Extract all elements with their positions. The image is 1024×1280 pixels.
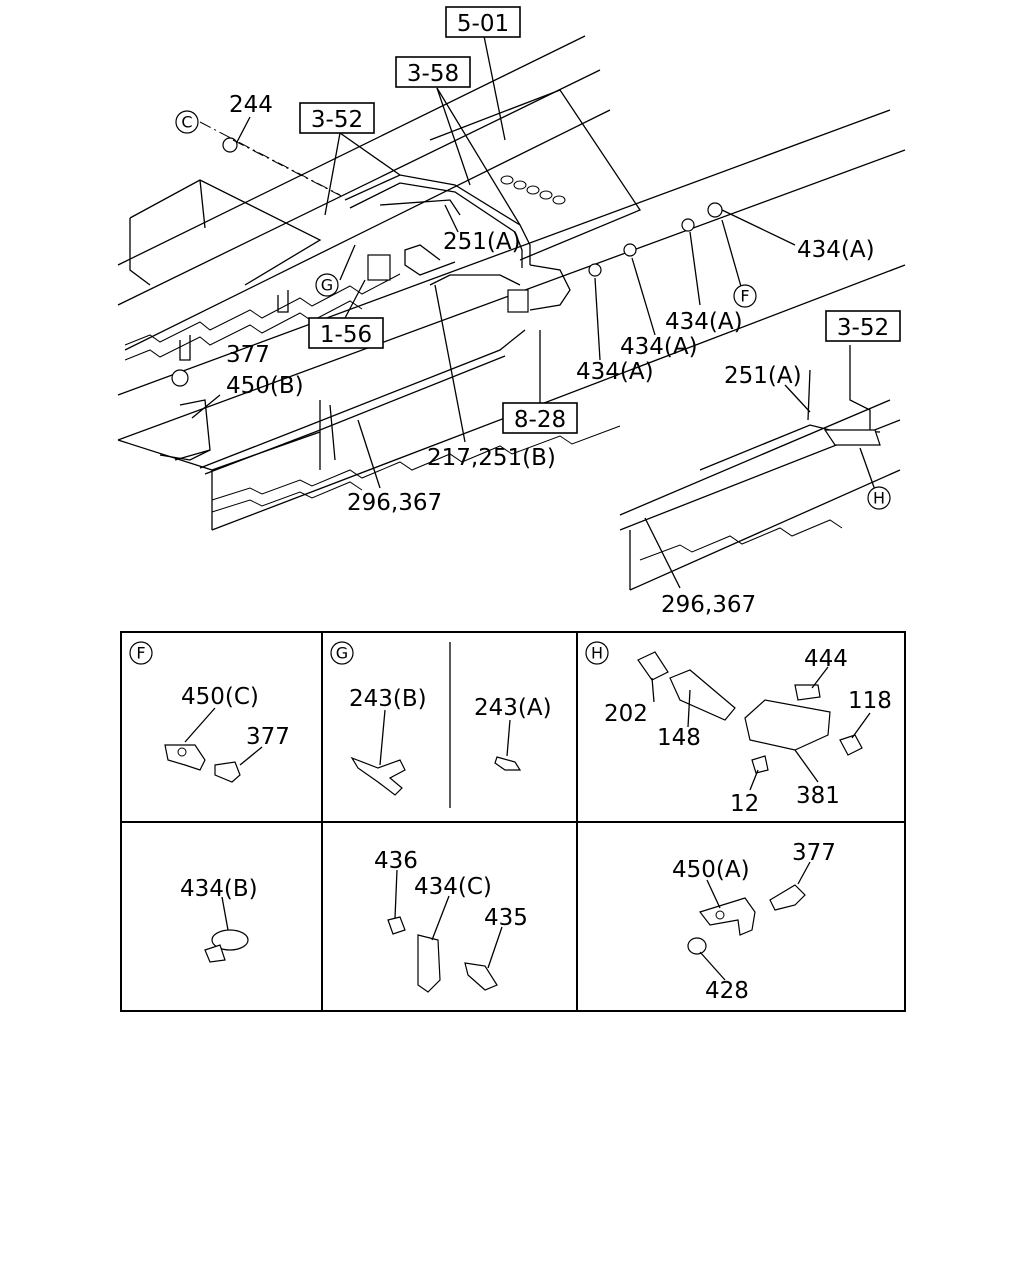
part-label: 296,367 xyxy=(661,592,756,618)
circle-ref-g: G xyxy=(315,273,339,297)
part-label: 444 xyxy=(804,646,848,672)
circle-ref-letter: F xyxy=(740,287,749,306)
part-label: 296,367 xyxy=(347,490,442,516)
detail-grid xyxy=(120,631,906,1012)
part-label: 434(A) xyxy=(620,334,698,360)
part-label: 217,251(B) xyxy=(427,445,556,471)
part-label: 434(C) xyxy=(414,874,492,900)
part-label: 434(A) xyxy=(576,359,654,385)
part-label: 243(B) xyxy=(349,686,427,712)
part-label: 450(C) xyxy=(181,684,259,710)
ref-box-1-56[interactable]: 1-56 xyxy=(308,317,384,349)
part-label: 434(A) xyxy=(665,309,743,335)
circle-ref-h: H xyxy=(867,486,891,510)
circle-ref-letter: C xyxy=(181,113,192,132)
circle-ref-letter: G xyxy=(336,644,348,663)
chassis-frame xyxy=(117,35,906,591)
detail-h: H 202 148 444 118 12 381 xyxy=(585,641,892,817)
ref-box-label: 5-01 xyxy=(457,11,509,37)
circle-ref-letter: F xyxy=(136,644,145,663)
part-label: 377 xyxy=(246,724,290,750)
ref-box-3-52-right[interactable]: 3-52 xyxy=(825,310,901,342)
circle-ref-letter: G xyxy=(321,276,333,295)
part-label: 244 xyxy=(229,92,273,118)
circle-ref-letter: H xyxy=(873,489,885,508)
part-label: 434(B) xyxy=(180,876,258,902)
part-label: 450(B) xyxy=(226,373,304,399)
ref-box-label: 3-52 xyxy=(837,315,889,341)
ref-box-3-58[interactable]: 3-58 xyxy=(395,56,471,88)
detail-clamp-434c: 436 434(C) 435 xyxy=(374,848,528,993)
circle-ref-letter: H xyxy=(591,644,603,663)
part-label: 434(A) xyxy=(797,237,875,263)
ref-box-label: 1-56 xyxy=(320,322,372,348)
part-label: 148 xyxy=(657,725,701,751)
part-label: 118 xyxy=(848,688,892,714)
part-label: 377 xyxy=(226,342,270,368)
circle-ref-c: C xyxy=(175,110,199,134)
ref-box-5-01[interactable]: 5-01 xyxy=(445,6,521,38)
part-label: 202 xyxy=(604,701,648,727)
part-label: 436 xyxy=(374,848,418,874)
part-label: 12 xyxy=(730,791,759,817)
detail-clamp-434b: 434(B) xyxy=(180,876,258,963)
ref-box-label: 3-58 xyxy=(407,61,459,87)
part-label: 435 xyxy=(484,905,528,931)
ref-box-label: 3-52 xyxy=(311,107,363,133)
part-label: 251(A) xyxy=(724,363,802,389)
part-label: 251(A) xyxy=(443,229,521,255)
part-label: 381 xyxy=(796,783,840,809)
part-label: 428 xyxy=(705,978,749,1004)
ref-box-label: 8-28 xyxy=(514,407,566,433)
detail-g: G 243(B) 243(A) xyxy=(330,641,552,796)
leader-lines xyxy=(191,35,876,589)
part-label: 243(A) xyxy=(474,695,552,721)
circle-ref-f: F xyxy=(733,284,757,308)
ref-box-8-28[interactable]: 8-28 xyxy=(502,402,578,434)
detail-f: F 450(C) 377 xyxy=(129,641,290,783)
detail-bracket-450a: 450(A) 377 428 xyxy=(672,840,836,1004)
ref-box-3-52-top[interactable]: 3-52 xyxy=(299,102,375,134)
part-label: 450(A) xyxy=(672,857,750,883)
part-label: 377 xyxy=(792,840,836,866)
